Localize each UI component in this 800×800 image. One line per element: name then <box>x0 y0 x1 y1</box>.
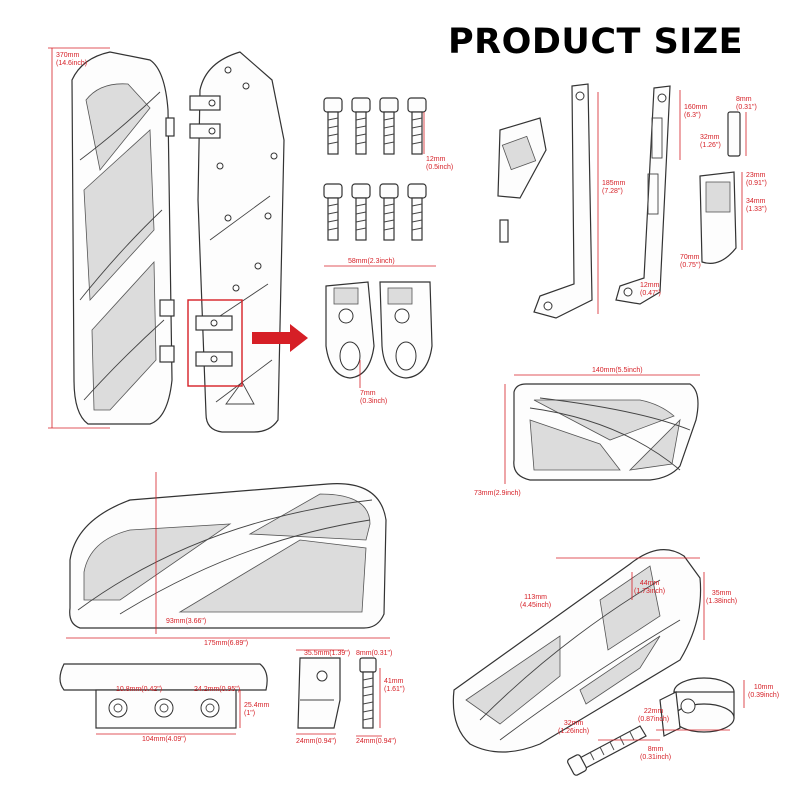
dim-screw-diameter: 8mm(0.31inch) <box>640 746 672 761</box>
dim-pedal-height: 35mm(1.38inch) <box>706 590 738 605</box>
footpeg-pedal <box>452 549 702 753</box>
dim-lever-hole: 12mm(0.47") <box>640 282 661 297</box>
floorboard-back-view <box>189 51 285 433</box>
detail-clamps-small <box>195 315 233 367</box>
detail-highlight-box <box>187 299 243 387</box>
large-floorboard <box>69 483 387 629</box>
dim-pin-diameter: 8mm(0.31") <box>736 96 757 111</box>
dim-pin-length: 32mm(1.26") <box>700 134 721 149</box>
pedal-knuckle <box>659 677 735 737</box>
mount-bolt <box>359 657 377 729</box>
dim-big-inner: 93mm(3.66") <box>166 618 207 625</box>
dim-lever2-length: 160mm(6.3") <box>684 104 708 119</box>
dim-bolt2-base: 24mm(0.94") <box>356 738 397 745</box>
pedal-screw <box>567 725 647 776</box>
bolts-group <box>323 97 427 241</box>
dim-pedal-inner: 44mm(1.73inch) <box>634 580 666 595</box>
dim-mid-width: 140mm(5.5inch) <box>592 367 643 374</box>
lever-assembly <box>497 83 741 319</box>
dim-screw-length: 32mm(1.26inch) <box>558 720 590 735</box>
dim-bolt2-diameter: 8mm(0.31") <box>356 650 393 657</box>
dim-big-width: 175mm(6.89") <box>204 640 249 647</box>
dim-bolt2-length: 41mm(1.61") <box>384 678 405 693</box>
dim-knuckle-diameter: 22mm(0.87inch) <box>638 708 670 723</box>
dim-peg-width: 70mm(0.75") <box>680 254 701 269</box>
page-title: PRODUCT SIZE <box>448 22 744 62</box>
dim-clamp-gap: 7mm(0.3inch) <box>360 390 388 405</box>
dim-mid-height: 73mm(2.9inch) <box>474 490 521 497</box>
clamp-detail <box>325 281 433 379</box>
dim-mount-spacing-b: 24.2mm(0.95") <box>194 686 241 693</box>
floorboard-top-view <box>513 383 699 481</box>
dim-mount-width: 104mm(4.09") <box>142 736 187 743</box>
dim-mount-spacing-a: 10.8mm(0.42") <box>116 686 163 693</box>
dim-peg-length: 34mm(1.33") <box>746 198 767 213</box>
floorboard-front-view <box>71 51 175 425</box>
dim-pedal-length: 113mm(4.45inch) <box>520 594 552 609</box>
dim-knuckle-width: 10mm(0.39inch) <box>748 684 780 699</box>
mount-bracket <box>59 663 268 729</box>
dim-peg-height: 23mm(0.91") <box>746 172 767 187</box>
dim-block-width: 35.5mm(1.39") <box>304 650 351 657</box>
dim-lever-length: 185mm(7.28") <box>602 180 626 195</box>
dim-mount-height: 25.4mm(1") <box>244 702 270 717</box>
arrow-icon <box>252 324 308 352</box>
dim-block-base: 24mm(0.94") <box>296 738 337 745</box>
dim-board-length: 370mm(14.6inch) <box>56 52 88 67</box>
dim-clamp-width: 58mm(2.3inch) <box>348 258 395 265</box>
mount-block <box>297 657 341 729</box>
dim-bolt-length: 12mm(0.5inch) <box>426 156 454 171</box>
